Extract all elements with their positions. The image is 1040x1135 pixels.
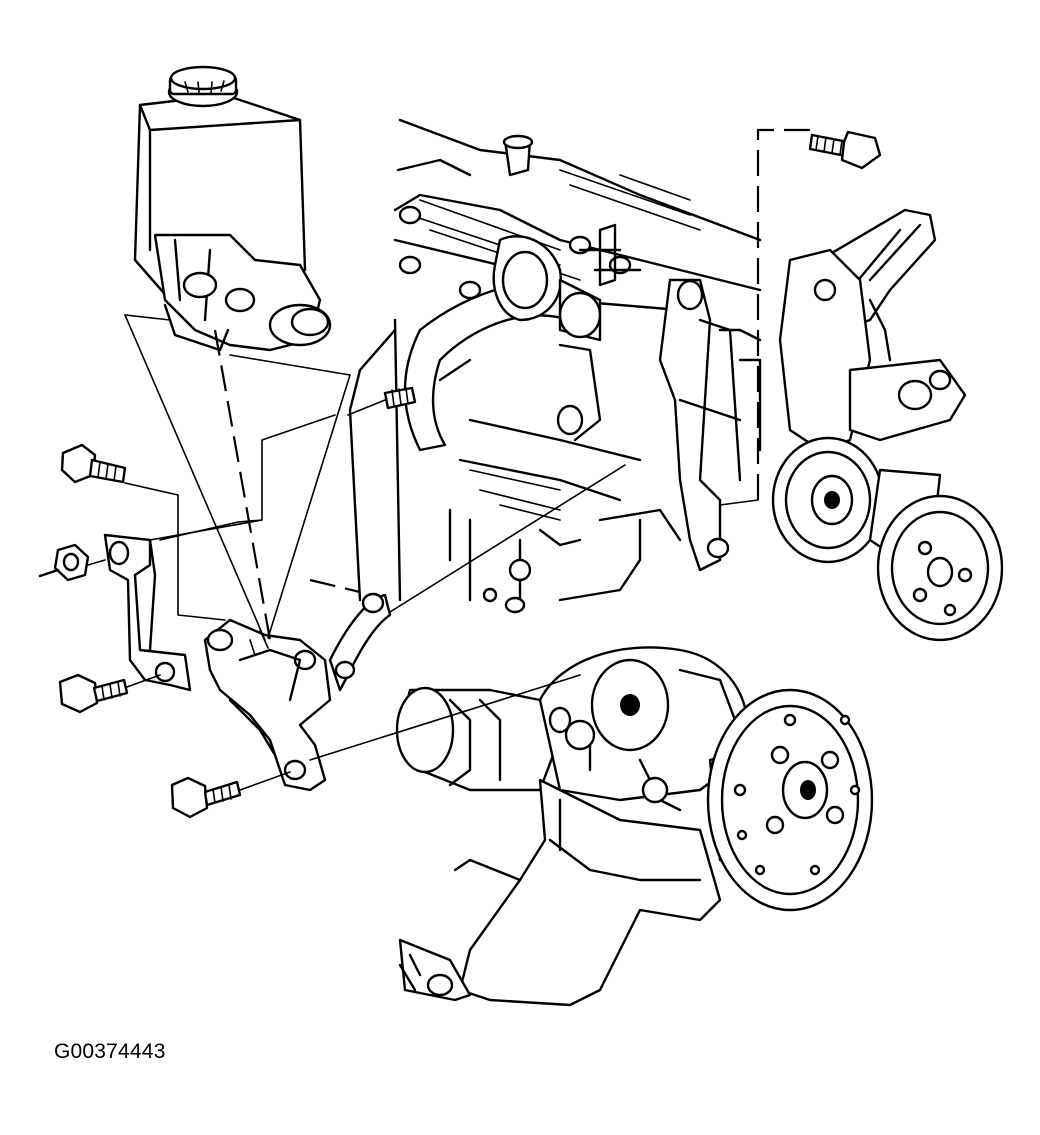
- engine-block: [348, 118, 762, 614]
- bolt-top-right: [808, 130, 882, 170]
- bolt-lower-left: [58, 673, 129, 714]
- crankshaft-pulley: [706, 688, 874, 912]
- arc-bracket: [328, 592, 392, 692]
- stud: [383, 386, 417, 410]
- strap-bracket: [103, 533, 192, 692]
- nut-left: [38, 543, 90, 582]
- generator: [395, 646, 749, 812]
- oil-pan: [398, 778, 722, 1007]
- accessory-bracket: [658, 278, 762, 572]
- leader-lines: [87, 128, 810, 791]
- upper-bracket-arm: [778, 208, 967, 452]
- water-pump-pulley: [868, 468, 1004, 642]
- power-steering-pump: [153, 233, 332, 352]
- idler-pulley: [771, 436, 885, 564]
- generator-mount-bracket: [203, 618, 332, 792]
- coolant-hose: [403, 235, 602, 452]
- figure-id-label: G00374443: [54, 1040, 166, 1063]
- bolt-upper-left: [60, 443, 127, 484]
- bolt-bottom: [170, 776, 242, 819]
